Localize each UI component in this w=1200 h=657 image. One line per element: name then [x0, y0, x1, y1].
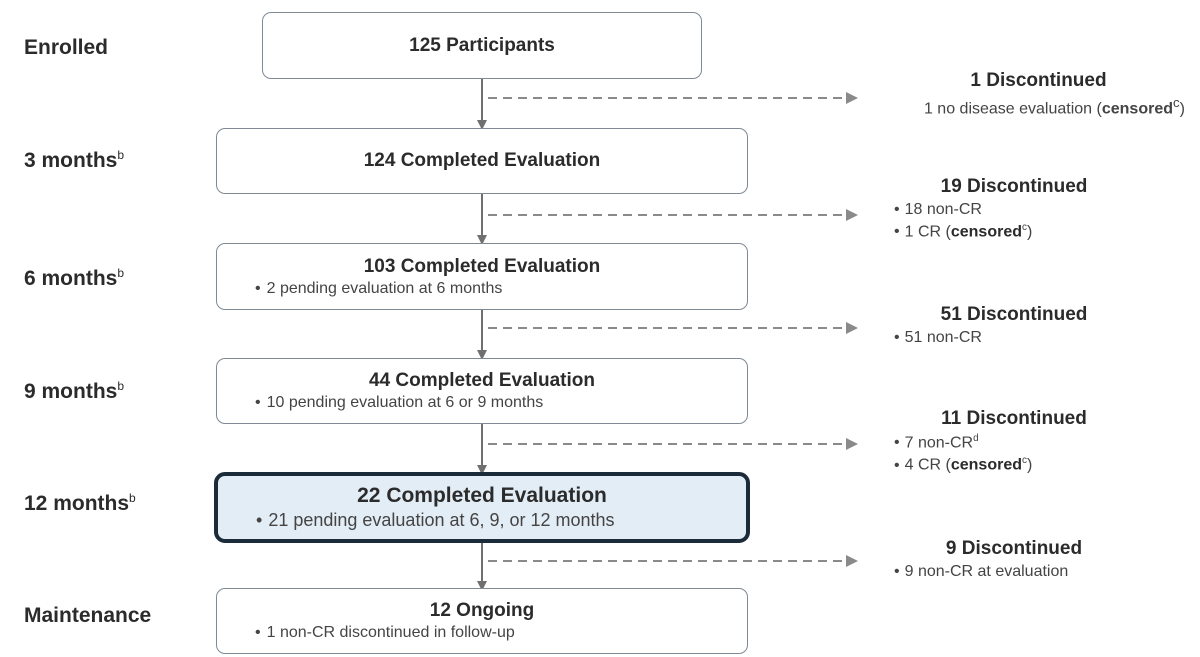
box-title: 103 Completed Evaluation	[363, 255, 601, 277]
discontinued-item: •4 CR (censoredc)	[894, 455, 1033, 474]
discontinued-block-1: 1 Discontinued 1 no disease evaluation (…	[820, 70, 1185, 118]
box-maintenance: 12 Ongoing •1 non-CR discontinued in fol…	[216, 588, 748, 654]
discontinued-item: •1 CR (censoredc)	[894, 222, 1033, 241]
stage-label-12-months: 12 monthsb	[24, 491, 136, 515]
discontinued-block-5: 9 Discontinued •9 non-CR at evaluation	[894, 538, 1200, 581]
discontinued-title: 51 Discontinued	[940, 304, 1088, 325]
discontinued-block-2: 19 Discontinued •18 non-CR •1 CR (censor…	[894, 176, 1200, 241]
box-3-months: 124 Completed Evaluation	[216, 128, 748, 194]
box-6-months: 103 Completed Evaluation •2 pending eval…	[216, 243, 748, 310]
box-title: 124 Completed Evaluation	[363, 150, 601, 171]
discontinued-block-3: 51 Discontinued •51 non-CR	[894, 304, 1200, 347]
discontinued-title: 1 Discontinued	[970, 70, 1107, 91]
discontinued-item: •18 non-CR	[894, 201, 982, 218]
discontinued-item: •51 non-CR	[894, 329, 982, 346]
box-12-months-highlighted: 22 Completed Evaluation •21 pending eval…	[214, 472, 750, 543]
box-title: 12 Ongoing	[429, 600, 535, 621]
box-title: 44 Completed Evaluation	[369, 370, 595, 391]
discontinued-item: 1 no disease evaluation (censoredc)	[923, 95, 1185, 118]
box-note: •2 pending evaluation at 6 months	[255, 279, 503, 297]
box-title: 22 Completed Evaluation	[357, 484, 607, 507]
stage-label-maintenance: Maintenance	[24, 604, 152, 627]
discontinued-title: 19 Discontinued	[940, 176, 1088, 197]
stage-label-enrolled: Enrolled	[24, 36, 109, 59]
discontinued-block-4: 11 Discontinued •7 non-CRd •4 CR (censor…	[894, 408, 1200, 475]
discontinued-item: •7 non-CRd	[894, 433, 979, 452]
box-note: •21 pending evaluation at 6, 9, or 12 mo…	[256, 510, 615, 530]
box-note: •10 pending evaluation at 6 or 9 months	[255, 394, 544, 411]
stage-label-3-months: 3 monthsb	[24, 148, 125, 172]
stage-label-6-months: 6 monthsb	[24, 266, 125, 290]
box-note: •1 non-CR discontinued in follow-up	[255, 624, 515, 641]
discontinued-title: 9 Discontinued	[945, 538, 1083, 559]
box-9-months: 44 Completed Evaluation •10 pending eval…	[216, 358, 748, 424]
discontinued-item: •9 non-CR at evaluation	[894, 563, 1069, 580]
stage-label-9-months: 9 monthsb	[24, 379, 125, 403]
discontinued-title: 11 Discontinued	[941, 408, 1087, 429]
box-title: 125 Participants	[409, 34, 555, 56]
box-enrolled: 125 Participants	[262, 12, 702, 79]
